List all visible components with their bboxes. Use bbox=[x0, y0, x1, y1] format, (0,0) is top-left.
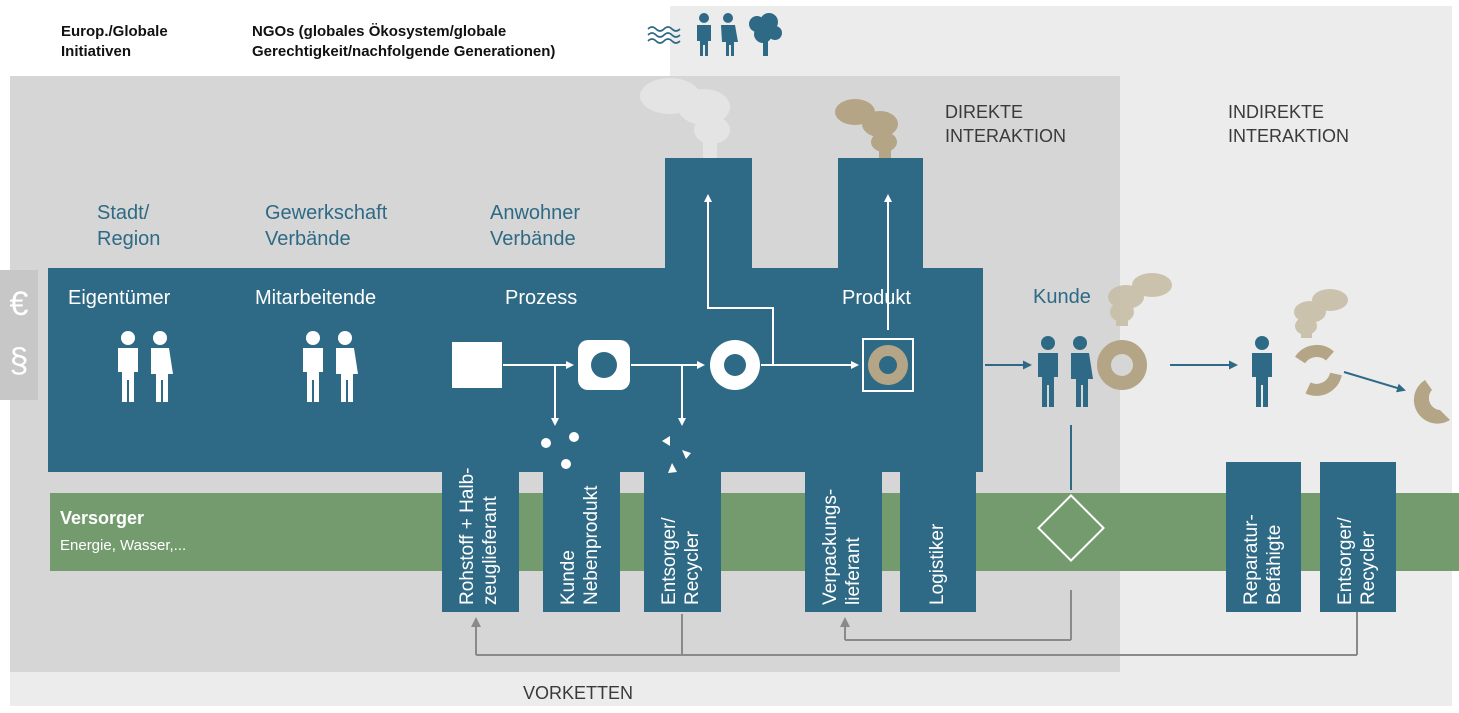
euro-icon: € bbox=[9, 285, 29, 323]
company-factory bbox=[48, 158, 983, 472]
disposal-recycler-label: Entsorger/ Recycler bbox=[659, 517, 703, 605]
owner-label: Eigentümer bbox=[68, 287, 171, 309]
customer-label: Kunde bbox=[1033, 286, 1091, 308]
ring-icon bbox=[1294, 344, 1342, 396]
supplier-box-raw bbox=[442, 472, 519, 612]
people-icon bbox=[697, 13, 738, 56]
smoke-icon bbox=[1294, 289, 1348, 338]
person-icon bbox=[1252, 336, 1272, 407]
city-region-label: Stadt/ Region bbox=[97, 202, 161, 250]
supply-chain-label: VORKETTEN bbox=[523, 683, 634, 703]
utility-subtitle: Energie, Wasser,... bbox=[60, 537, 187, 554]
union-label: Gewerkschaft Verbände bbox=[265, 202, 388, 250]
square-icon bbox=[452, 342, 502, 388]
raw-material-supplier-label: Rohstoff + Halb- zeuglieferant bbox=[457, 467, 501, 605]
initiatives-label: Europ./Globale Initiativen bbox=[61, 23, 168, 60]
ring-fragment bbox=[1413, 380, 1450, 424]
tree-icon bbox=[749, 13, 782, 56]
by-product-customer-label: Kunde Nebenprodukt bbox=[558, 485, 602, 605]
waves-icon bbox=[647, 26, 681, 44]
product-frame bbox=[862, 338, 914, 392]
header-band bbox=[10, 6, 670, 76]
legal-finance-panel bbox=[0, 270, 38, 400]
people-icon bbox=[1038, 336, 1093, 407]
residents-label: Anwohner Verbände bbox=[490, 202, 581, 250]
utility-title: Versorger bbox=[60, 508, 145, 528]
utility-band bbox=[50, 493, 1459, 571]
supplier-box-byproduct bbox=[543, 472, 620, 612]
smoke-icon bbox=[1108, 273, 1172, 326]
process-label: Prozess bbox=[505, 287, 578, 309]
direct-interaction-label: DIREKTE INTERAKTION bbox=[945, 102, 1067, 146]
diamond-icon bbox=[1037, 494, 1105, 562]
disposal-recycler-indirect-label: Entsorger/ Recycler bbox=[1335, 517, 1379, 605]
paragraph-icon: § bbox=[9, 342, 29, 380]
employees-label: Mitarbeitende bbox=[255, 287, 377, 309]
supplier-box-disposal-indirect bbox=[1320, 462, 1396, 612]
supplier-box-packaging bbox=[805, 472, 882, 612]
smoke-icon bbox=[640, 78, 730, 158]
people-icon bbox=[118, 331, 173, 402]
product-label: Produkt bbox=[842, 287, 911, 309]
supplier-box-repair bbox=[1226, 462, 1301, 612]
repair-enabled-label: Reparatur- Befähigte bbox=[1241, 514, 1285, 605]
indirect-interaction-label: INDIREKTE INTERAKTION bbox=[1228, 102, 1350, 146]
ngos-label: NGOs (globales Ökosystem/globale Gerecht… bbox=[252, 23, 556, 60]
packaging-supplier-label: Verpackungs- lieferant bbox=[820, 488, 864, 605]
supplier-box-disposal bbox=[644, 472, 721, 612]
supplier-box-logistics bbox=[900, 472, 976, 612]
people-icon bbox=[303, 331, 358, 402]
smoke-icon bbox=[835, 99, 898, 158]
logistics-label: Logistiker bbox=[927, 523, 948, 605]
